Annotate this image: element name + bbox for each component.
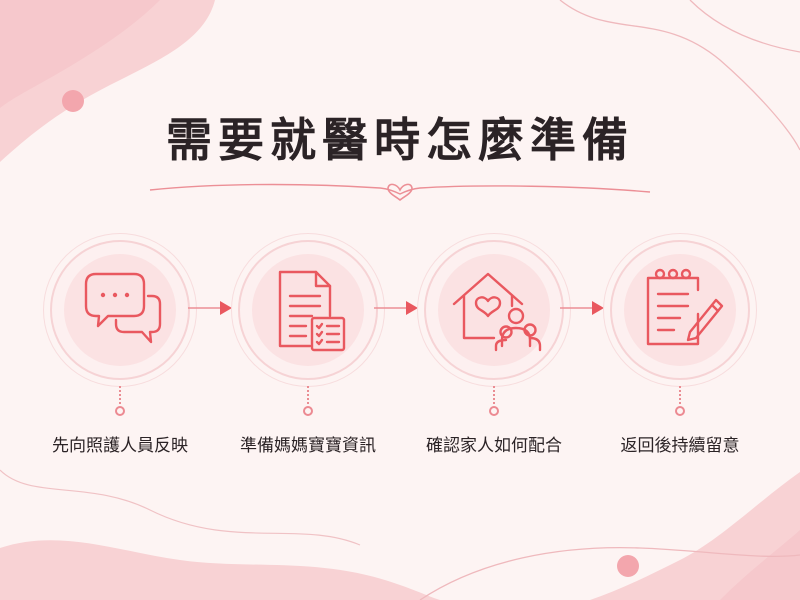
step-1: 先向照護人員反映: [40, 240, 200, 470]
documents-checklist-icon: [278, 270, 346, 352]
notepad-pen-icon: [646, 268, 724, 346]
step-3: 確認家人如何配合: [414, 240, 574, 470]
step-1-circle: [50, 240, 190, 380]
title-divider: [149, 183, 651, 202]
step-2-circle: [238, 240, 378, 380]
home-family-icon: [452, 272, 542, 352]
page-title: 需要就醫時怎麼準備: [166, 113, 634, 167]
step-4-dot: [675, 406, 685, 416]
step-3-circle: [424, 240, 564, 380]
step-1-label: 先向照護人員反映: [52, 436, 188, 456]
step-2-label: 準備媽媽寶寶資訊: [240, 436, 376, 456]
step-3-dot: [489, 406, 499, 416]
arrow-right-icon: [374, 301, 418, 315]
step-3-label: 確認家人如何配合: [426, 436, 562, 456]
arrow-right-icon: [188, 301, 232, 315]
chat-bubbles-icon: [84, 272, 162, 344]
step-2-dot: [303, 406, 313, 416]
heart-icon: [387, 183, 413, 202]
step-4: 返回後持續留意: [600, 240, 760, 470]
step-4-circle: [610, 240, 750, 380]
step-4-label: 返回後持續留意: [620, 436, 740, 456]
step-1-dot: [115, 406, 125, 416]
step-2: 準備媽媽寶寶資訊: [228, 240, 388, 470]
arrow-right-icon: [560, 301, 604, 315]
